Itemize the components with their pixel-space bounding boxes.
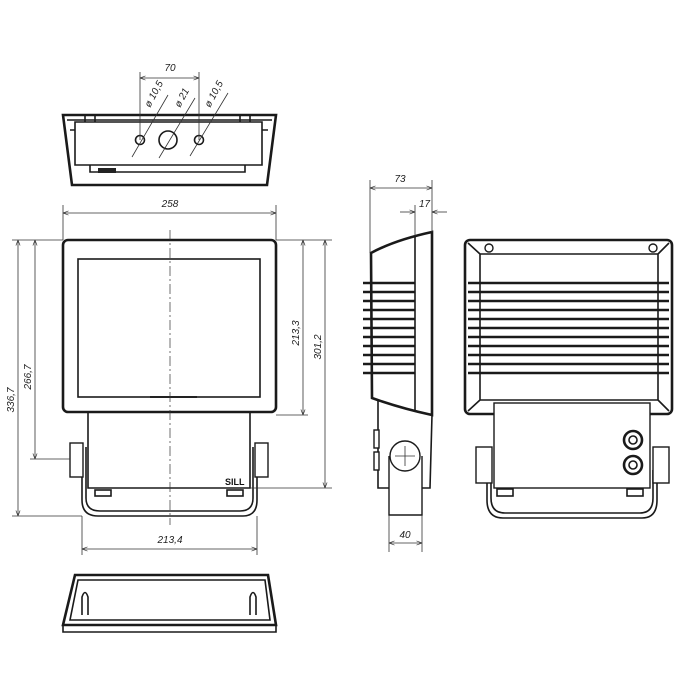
sill-logo: SILL [225, 477, 245, 487]
cable-clip-icon [98, 168, 116, 173]
front-view: SILL 258 336,7 266,7 213,3 301,2 213,4 [6, 199, 332, 555]
dim-total-height: 336,7 [6, 387, 17, 412]
dim-hole-center: ø 21 [173, 87, 192, 110]
hole-center [158, 130, 178, 150]
top-view: 70 ø 10,5 ø 21 ø 10,5 [61, 63, 278, 187]
dim-bracket-width: 213,4 [156, 535, 182, 546]
dim-glass-height: 213,3 [291, 320, 302, 346]
cooling-fins [363, 281, 415, 375]
dim-bracket-depth: 40 [399, 530, 411, 541]
bottom-view [61, 573, 278, 633]
dim-hole-right: ø 10,5 [203, 79, 226, 110]
dim-hole-spacing: 70 [164, 63, 176, 74]
rear-cooling-fins [468, 281, 669, 375]
dim-pivot-height: 266,7 [23, 364, 34, 390]
side-view: 73 17 40 [363, 174, 447, 552]
rear-view [463, 238, 674, 519]
dim-front-depth: 17 [419, 199, 431, 210]
dim-body-height: 301,2 [313, 334, 324, 359]
cable-gland-icon [622, 429, 644, 476]
dim-depth: 73 [394, 174, 406, 185]
dim-width: 258 [161, 199, 179, 210]
